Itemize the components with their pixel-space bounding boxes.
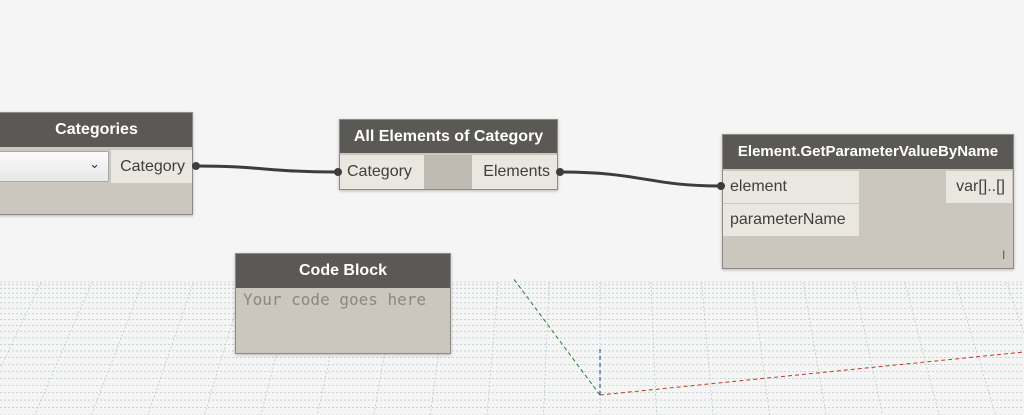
category-dropdown[interactable]: ⌄ [0, 151, 109, 182]
output-port-elements[interactable]: Elements [472, 155, 557, 189]
lacing-indicator[interactable]: l [1002, 248, 1005, 262]
chevron-down-icon: ⌄ [89, 156, 100, 171]
node-title: Categories [0, 113, 192, 147]
input-port-dot[interactable] [334, 168, 342, 176]
input-port-category[interactable]: Category [340, 155, 424, 189]
output-port-category[interactable]: Category [111, 150, 192, 183]
input-port-element[interactable]: element [723, 171, 859, 203]
output-port-dot[interactable] [192, 162, 200, 170]
all-elements-of-category-node[interactable]: All Elements of Category Category Elemen… [339, 119, 558, 190]
node-title: Element.GetParameterValueByName [723, 135, 1013, 169]
output-port-dot[interactable] [556, 168, 564, 176]
code-input[interactable]: Your code goes here [243, 290, 427, 309]
y-axis-line [512, 277, 601, 396]
node-body-divider [424, 155, 472, 189]
x-axis-line [599, 351, 1024, 396]
categories-node[interactable]: Categories ⌄ Category [0, 112, 193, 215]
node-title: Code Block [236, 254, 450, 288]
get-parameter-value-by-name-node[interactable]: Element.GetParameterValueByName element … [722, 134, 1014, 269]
node-title: All Elements of Category [340, 120, 557, 153]
input-port-parametername[interactable]: parameterName [723, 204, 859, 236]
output-port-var[interactable]: var[]..[] [946, 171, 1012, 203]
input-port-dot[interactable] [717, 182, 725, 190]
code-block-node[interactable]: Code Block Your code goes here [235, 253, 451, 354]
